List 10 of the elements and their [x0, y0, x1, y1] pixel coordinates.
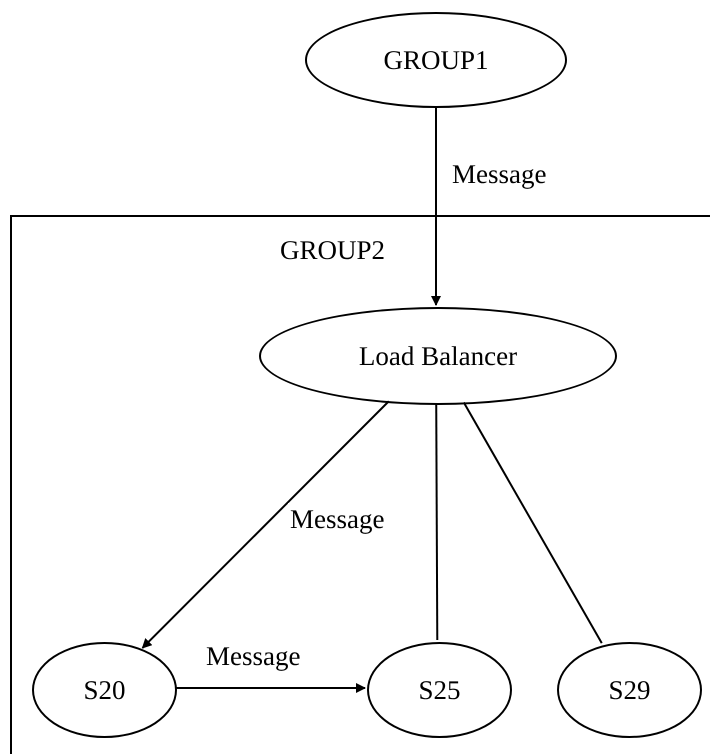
ellipse-node: Load Balancer	[259, 307, 617, 405]
cluster-title: GROUP2	[280, 237, 386, 264]
ellipse-node: GROUP1	[305, 12, 567, 108]
ellipse-node: S29	[557, 642, 702, 738]
arrow	[142, 400, 390, 649]
edge-label: Message	[288, 503, 386, 537]
ellipse-node: S20	[32, 642, 177, 738]
arrow	[175, 683, 366, 693]
arrow	[431, 108, 441, 306]
ellipse-node: S25	[367, 642, 512, 738]
